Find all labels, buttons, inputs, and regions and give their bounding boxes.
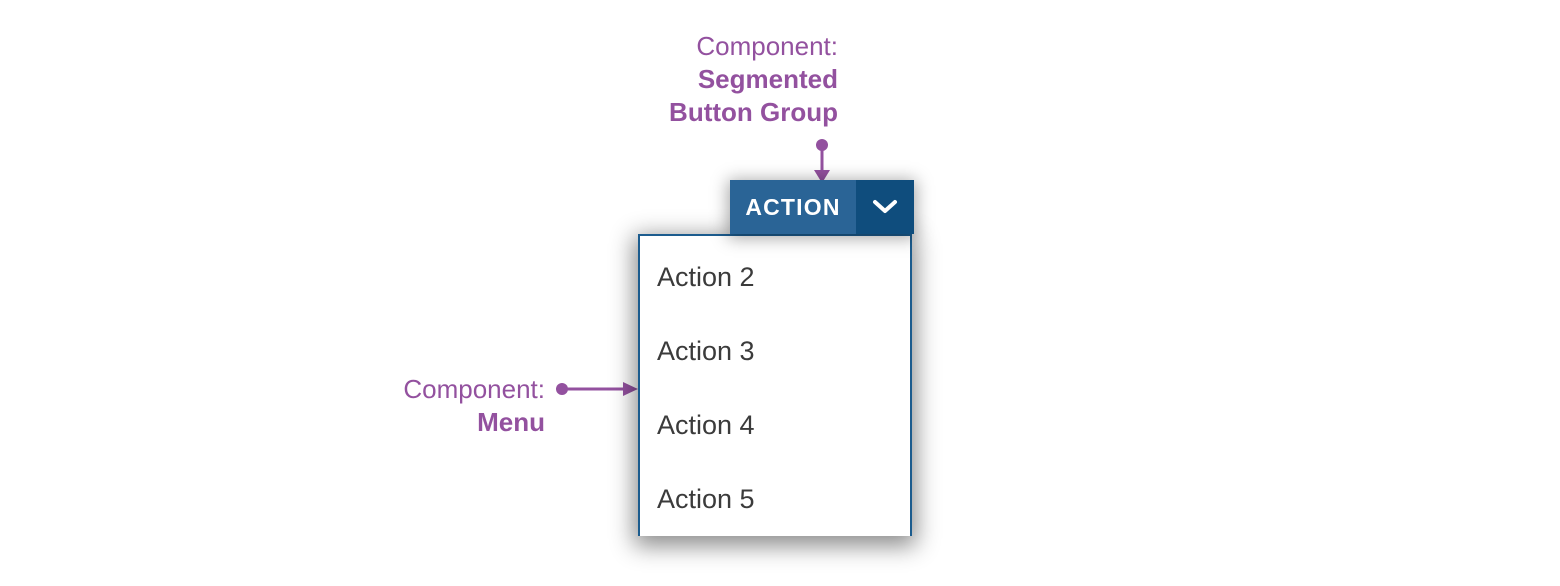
- annotation-segmented-button-group: Component: Segmented Button Group: [578, 30, 838, 129]
- dropdown-menu: Action 2 Action 3 Action 4 Action 5: [638, 234, 912, 536]
- segmented-button-group: ACTION: [730, 180, 914, 234]
- action-button[interactable]: ACTION: [730, 180, 856, 234]
- annotation-component-name-line2: Button Group: [669, 97, 838, 127]
- menu-item-action-2[interactable]: Action 2: [640, 240, 910, 314]
- annotation-menu: Component: Menu: [285, 373, 545, 439]
- annotation-arrow-down-icon: [814, 139, 830, 183]
- dropdown-toggle-button[interactable]: [856, 180, 914, 234]
- annotation-component-name: Menu: [477, 407, 545, 437]
- annotation-component-name-line1: Segmented: [697, 64, 838, 94]
- annotation-prefix: Component:: [696, 31, 838, 61]
- menu-item-action-4[interactable]: Action 4: [640, 388, 910, 462]
- annotation-arrow-right-icon: [556, 382, 638, 396]
- annotation-prefix: Component:: [403, 374, 545, 404]
- chevron-down-icon: [873, 200, 897, 213]
- menu-item-action-5[interactable]: Action 5: [640, 462, 910, 536]
- menu-item-action-3[interactable]: Action 3: [640, 314, 910, 388]
